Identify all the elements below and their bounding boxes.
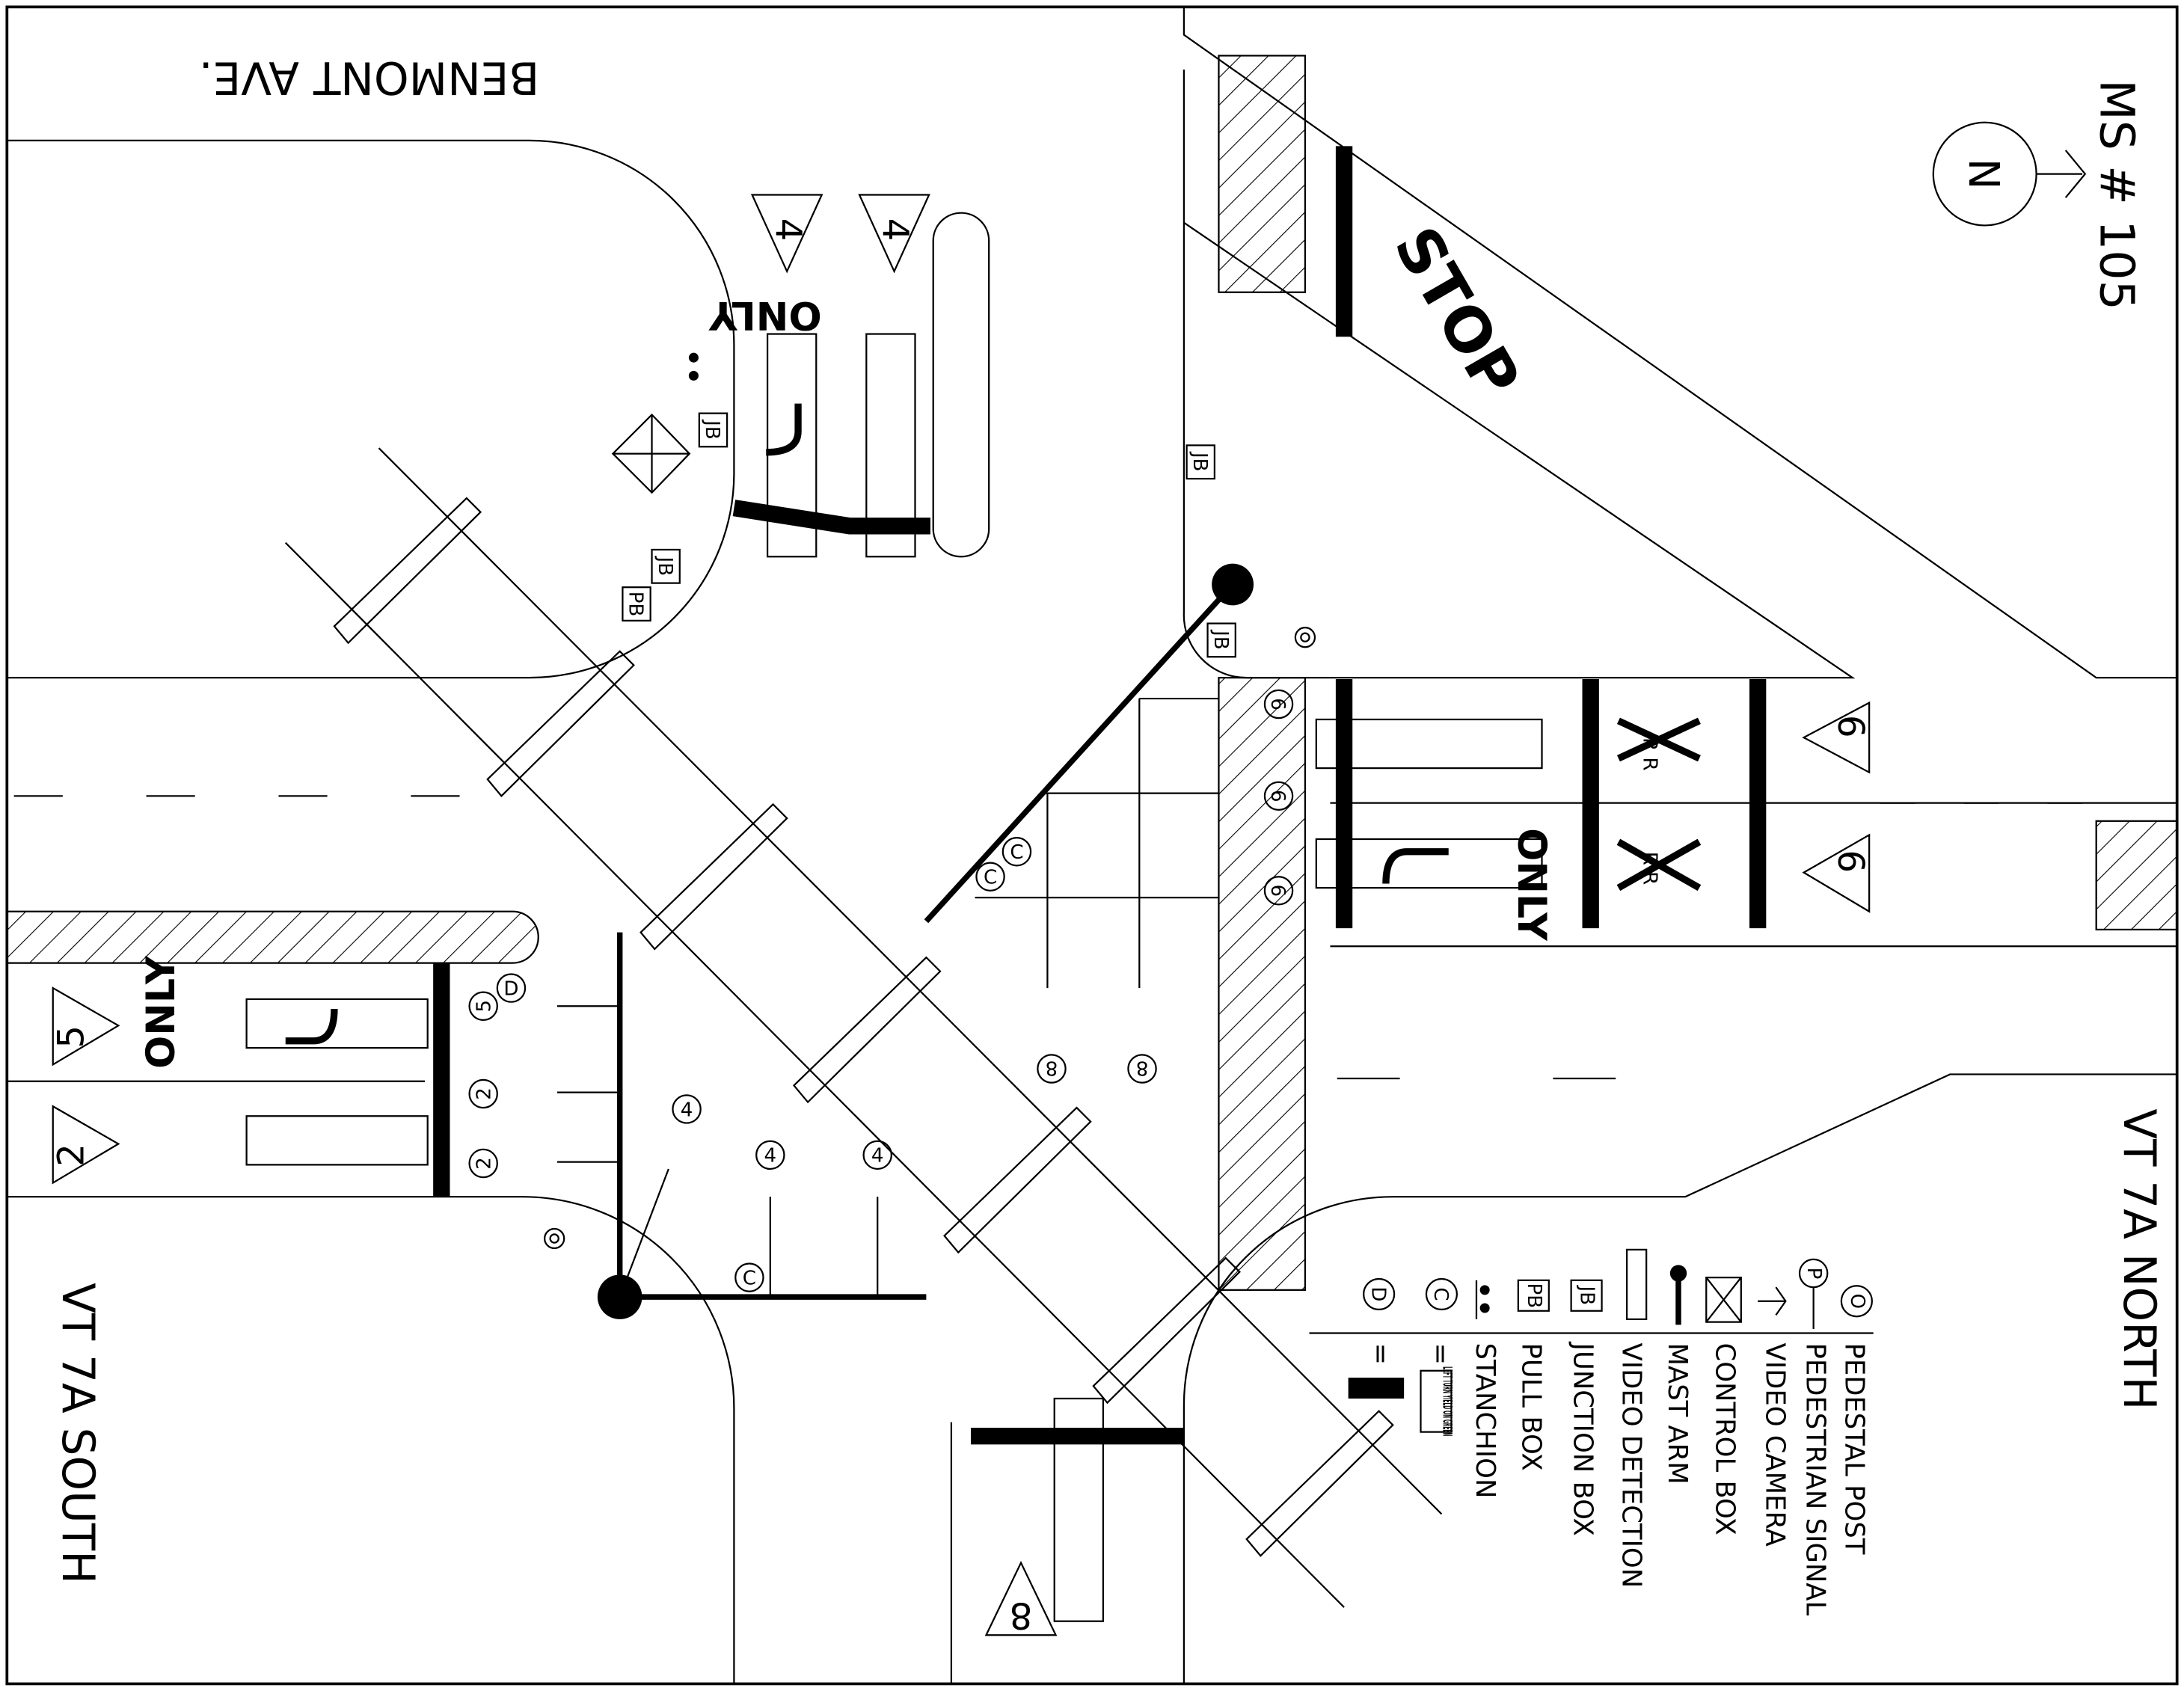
- turn-arrow-east: [1382, 848, 1449, 884]
- svg-text:JB: JB: [654, 556, 676, 577]
- video-detection-zone: [245, 1115, 429, 1166]
- svg-text:=: =: [1365, 1343, 1396, 1366]
- only-marking-north: ONLY: [708, 292, 822, 337]
- svg-text:JB: JB: [1209, 629, 1232, 650]
- mast-arm-pole: [597, 1274, 642, 1319]
- svg-text:PULL BOX: PULL BOX: [1515, 1343, 1546, 1471]
- svg-text:JB: JB: [1188, 451, 1211, 472]
- signal-heads: 6 6 6 8 8 5 2 2 4 4 4 C C C D: [468, 689, 1294, 1292]
- svg-text:5: 5: [473, 1000, 496, 1013]
- street-label-benmont: BENMONT AVE.: [199, 52, 540, 103]
- video-detection-zone: [1315, 838, 1543, 889]
- svg-text:D: D: [1366, 1286, 1389, 1301]
- rr-crossing-marking: [1616, 717, 1702, 891]
- left-turn-sign-icon: [1420, 1369, 1453, 1433]
- svg-text:O: O: [1846, 1293, 1868, 1309]
- median-north: [932, 212, 990, 558]
- video-detection-zone: [1315, 718, 1543, 770]
- pedestal-post-icon: [544, 627, 1316, 1250]
- stop-bar-north: [732, 500, 930, 535]
- island-northeast: [1183, 221, 1856, 679]
- svg-text:D: D: [503, 977, 518, 1000]
- signal-head-icon: [1348, 1378, 1405, 1399]
- svg-text:PEDESTRIAN SIGNAL: PEDESTRIAN SIGNAL: [1800, 1343, 1830, 1616]
- mast-arm-northeast: [924, 582, 1235, 924]
- rr-text: R R: [1638, 737, 1660, 770]
- turn-arrow-north: [766, 403, 802, 456]
- phase-triangles: 4 4 6 6 5 2 8: [51, 194, 1871, 1636]
- median-west: [6, 910, 539, 964]
- rr-text: R R: [1638, 852, 1660, 885]
- svg-text:8: 8: [1010, 1595, 1033, 1636]
- curb-southwest: [7, 1196, 735, 1684]
- control-box-icon: [611, 413, 691, 494]
- svg-text:2: 2: [51, 1144, 93, 1167]
- mast-arm-pole: [1212, 563, 1254, 606]
- svg-text:VIDEO DETECTION: VIDEO DETECTION: [1616, 1343, 1647, 1589]
- video-detection-zone: [766, 333, 818, 558]
- drawing-border: [5, 5, 2179, 1686]
- svg-text:PB: PB: [1523, 1283, 1545, 1309]
- svg-text:6: 6: [1829, 715, 1871, 738]
- turn-arrow-west: [285, 1008, 338, 1045]
- stanchion-icon: [688, 352, 699, 381]
- svg-text:=: =: [1425, 1343, 1456, 1366]
- span-wires: [556, 697, 1219, 1298]
- legend: PEDESTAL POST PEDESTRIAN SIGNAL VIDEO CA…: [1309, 1248, 1874, 1616]
- svg-text:C: C: [1429, 1287, 1452, 1301]
- svg-text:C: C: [743, 1267, 756, 1289]
- video-detection-zone: [1053, 1397, 1105, 1622]
- hatched-area-east: [2095, 820, 2178, 931]
- svg-text:4: 4: [764, 1145, 777, 1167]
- svg-text:N: N: [1959, 159, 2007, 190]
- crosswalk-north: [1218, 55, 1307, 293]
- video-detection-zone: [245, 998, 429, 1049]
- svg-text:LEFT TURN YIELD ON GREEN: LEFT TURN YIELD ON GREEN: [1440, 1366, 1455, 1436]
- video-detection-zone: [865, 333, 916, 558]
- mast-arm-southwest: [616, 932, 927, 1300]
- svg-text:2: 2: [473, 1087, 496, 1100]
- railroad-track: [284, 447, 1443, 1608]
- svg-text:CONTROL BOX: CONTROL BOX: [1709, 1343, 1740, 1535]
- drawing-id: MS # 105: [2089, 79, 2144, 310]
- svg-text:4: 4: [874, 218, 916, 242]
- svg-text:JB: JB: [701, 419, 723, 440]
- street-label-north: VT 7A NORTH: [2113, 1108, 2165, 1410]
- svg-text:MAST ARM: MAST ARM: [1662, 1343, 1693, 1485]
- svg-text:6: 6: [1266, 790, 1289, 802]
- svg-text:VIDEO CAMERA: VIDEO CAMERA: [1759, 1343, 1790, 1547]
- svg-text:JB: JB: [1576, 1285, 1598, 1306]
- svg-text:4: 4: [767, 218, 809, 242]
- svg-text:8: 8: [1136, 1057, 1149, 1079]
- svg-text:4: 4: [681, 1099, 693, 1121]
- svg-text:STANCHION: STANCHION: [1470, 1343, 1500, 1499]
- north-arrow-icon: N: [1932, 121, 2087, 227]
- street-label-south: VT 7A SOUTH: [52, 1283, 103, 1584]
- svg-text:PB: PB: [625, 592, 647, 617]
- svg-text:5: 5: [51, 1025, 93, 1049]
- svg-text:6: 6: [1829, 850, 1871, 873]
- curb-northwest: [7, 139, 735, 679]
- svg-text:C: C: [984, 867, 997, 889]
- svg-text:6: 6: [1266, 698, 1289, 711]
- svg-text:PEDESTAL POST: PEDESTAL POST: [1838, 1343, 1869, 1555]
- svg-text:6: 6: [1266, 885, 1289, 897]
- svg-text:8: 8: [1046, 1057, 1058, 1079]
- svg-text:2: 2: [473, 1157, 496, 1170]
- railroad-ties: [333, 497, 1394, 1557]
- svg-text:4: 4: [871, 1145, 884, 1167]
- junction-boxes: JB JB PB JB JB: [622, 412, 1236, 658]
- svg-text:JUNCTION BOX: JUNCTION BOX: [1567, 1342, 1598, 1536]
- svg-text:C: C: [1010, 841, 1023, 864]
- only-marking-east: ONLY: [1509, 828, 1553, 942]
- svg-text:P: P: [1803, 1268, 1825, 1280]
- only-marking-west: ONLY: [139, 955, 184, 1069]
- crosswalk-east: [1218, 677, 1307, 1291]
